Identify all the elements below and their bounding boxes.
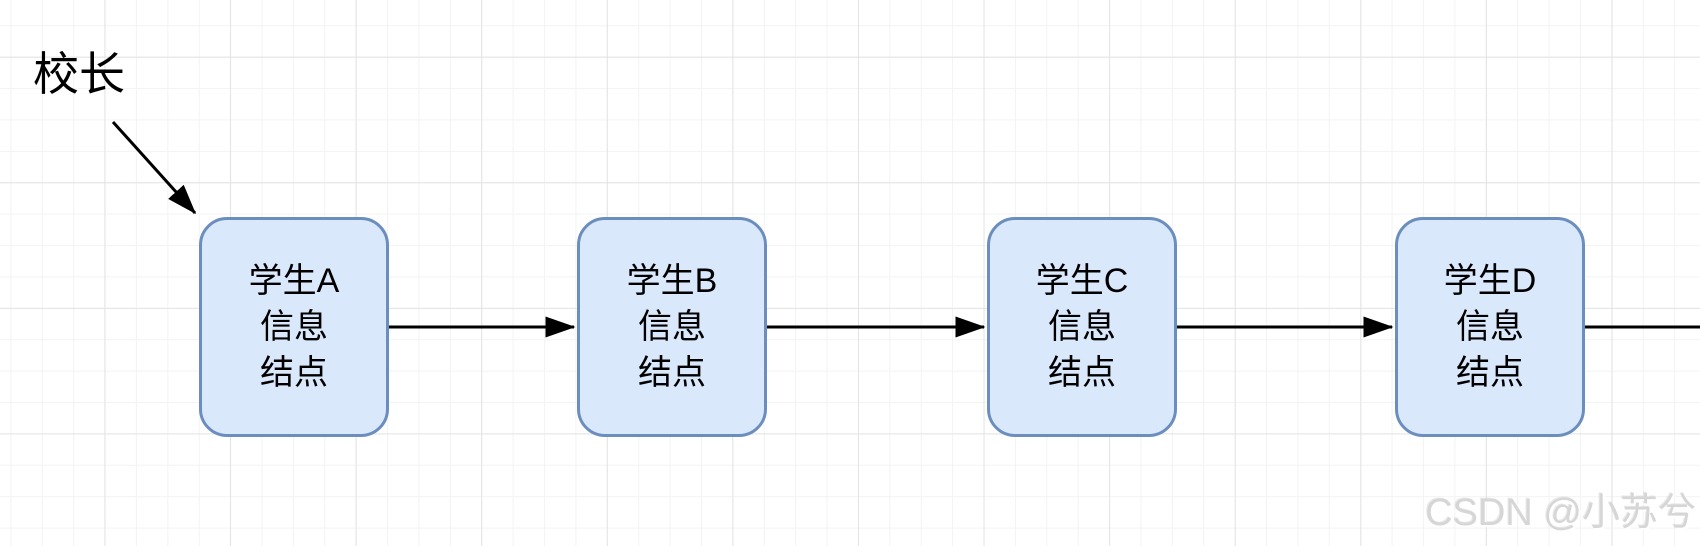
node-text-line: 信息: [260, 308, 328, 346]
head-pointer-arrow: [111, 120, 197, 215]
node-student-c: 学生C 信息 结点: [987, 217, 1177, 437]
node-text-line: 信息: [1048, 308, 1116, 346]
node-text-line: 信息: [638, 308, 706, 346]
node-student-b-label: 学生B 信息 结点: [627, 258, 718, 396]
node-student-d: 学生D 信息 结点: [1395, 217, 1585, 437]
node-student-a: 学生A 信息 结点: [199, 217, 389, 437]
node-text-line: 结点: [1456, 354, 1524, 392]
node-text-line: 学生C: [1035, 262, 1129, 300]
node-text-line: 结点: [1048, 354, 1116, 392]
node-student-c-label: 学生C 信息 结点: [1036, 258, 1129, 396]
node-student-a-label: 学生A 信息 结点: [249, 258, 340, 396]
watermark: CSDN @小苏兮: [1425, 492, 1696, 534]
node-text-line: 学生D: [1443, 262, 1537, 300]
node-text-line: 结点: [638, 354, 706, 392]
node-text-line: 学生A: [248, 262, 340, 300]
head-pointer-label: 校长: [33, 48, 125, 100]
node-text-line: 信息: [1456, 308, 1524, 346]
node-student-b: 学生B 信息 结点: [577, 217, 767, 437]
node-student-d-label: 学生D 信息 结点: [1444, 258, 1537, 396]
node-text-line: 结点: [260, 354, 328, 392]
node-text-line: 学生B: [626, 262, 718, 300]
